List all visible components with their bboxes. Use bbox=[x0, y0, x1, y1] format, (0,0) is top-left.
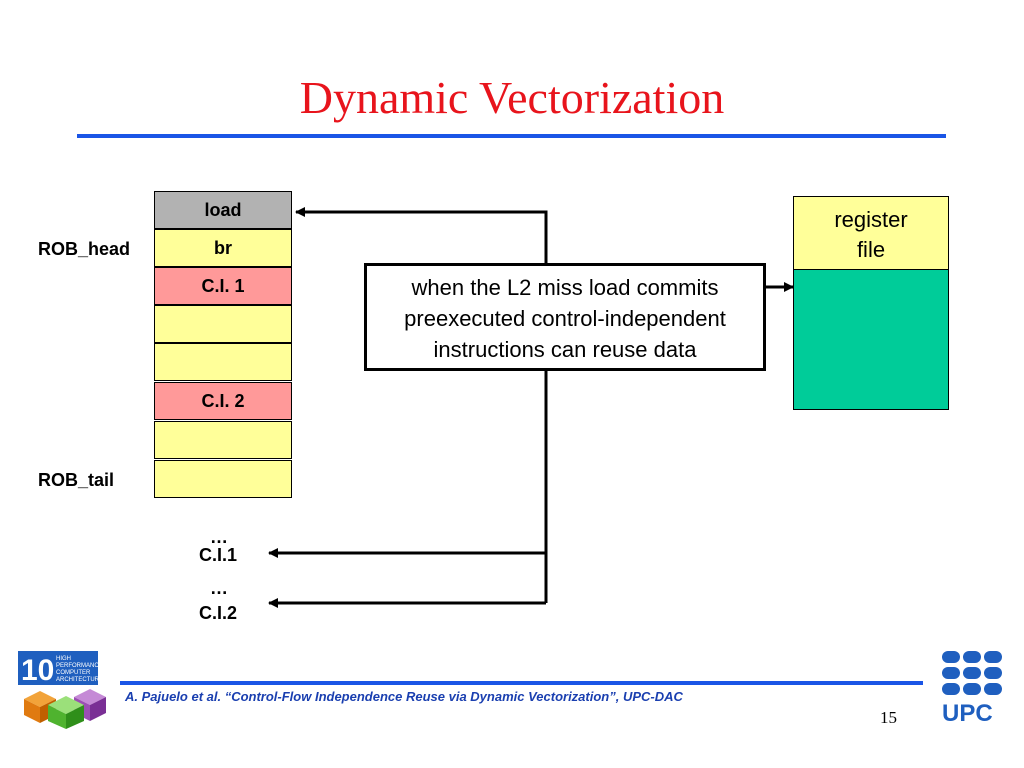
upc-logo-text: UPC bbox=[942, 700, 993, 725]
rob-cell-empty bbox=[154, 305, 292, 343]
rob-head-label: ROB_head bbox=[38, 239, 131, 259]
svg-text:COMPUTER: COMPUTER bbox=[56, 670, 91, 676]
register-file-body bbox=[793, 269, 949, 410]
rob-cell-br: br bbox=[154, 229, 292, 267]
ellipsis-1: … bbox=[210, 527, 228, 547]
register-file-label: register bbox=[834, 207, 908, 232]
svg-text:PERFORMANCE: PERFORMANCE bbox=[56, 663, 103, 669]
upc-logo: UPC bbox=[942, 651, 1004, 725]
rob-cell-empty bbox=[154, 343, 292, 381]
callout-line: when the L2 miss load commits bbox=[411, 275, 719, 300]
hpca-logo: 10 HIGH PERFORMANCE COMPUTER ARCHITECTUR… bbox=[18, 651, 110, 729]
hpca-logo-graphic: 10 HIGH PERFORMANCE COMPUTER ARCHITECTUR… bbox=[18, 651, 106, 729]
page-number: 15 bbox=[880, 708, 897, 727]
rob-cell-empty bbox=[154, 460, 292, 498]
arrow-to-load bbox=[295, 207, 548, 603]
footer-rule bbox=[120, 681, 923, 685]
rob-tail-label: ROB_tail bbox=[38, 470, 115, 490]
ellipsis-2: … bbox=[210, 578, 228, 598]
rob-cell-load: load bbox=[154, 191, 292, 229]
citation: A. Pajuelo et al. “Control-Flow Independ… bbox=[125, 689, 683, 704]
callout-line: preexecuted control-independent bbox=[404, 306, 726, 331]
rob-cell-empty bbox=[154, 421, 292, 459]
svg-text:HIGH: HIGH bbox=[56, 656, 71, 662]
rob-cell-ci2: C.I. 2 bbox=[154, 382, 292, 420]
register-file-header: register file bbox=[793, 196, 949, 270]
rob-cell-ci1: C.I. 1 bbox=[154, 267, 292, 305]
upc-logo-graphic: UPC bbox=[942, 651, 1002, 725]
output-ci2: C.I.2 bbox=[199, 603, 238, 623]
title-underline bbox=[77, 134, 946, 138]
svg-text:ARCHITECTURE: ARCHITECTURE bbox=[56, 677, 103, 683]
output-ci1: C.I.1 bbox=[199, 545, 238, 565]
hpca-logo-number: 10 bbox=[21, 654, 54, 687]
slide-title: Dynamic Vectorization bbox=[299, 72, 725, 123]
register-file-label: file bbox=[856, 237, 886, 262]
callout-box: when the L2 miss load commits preexecute… bbox=[364, 263, 766, 371]
callout-line: instructions can reuse data bbox=[433, 337, 697, 362]
